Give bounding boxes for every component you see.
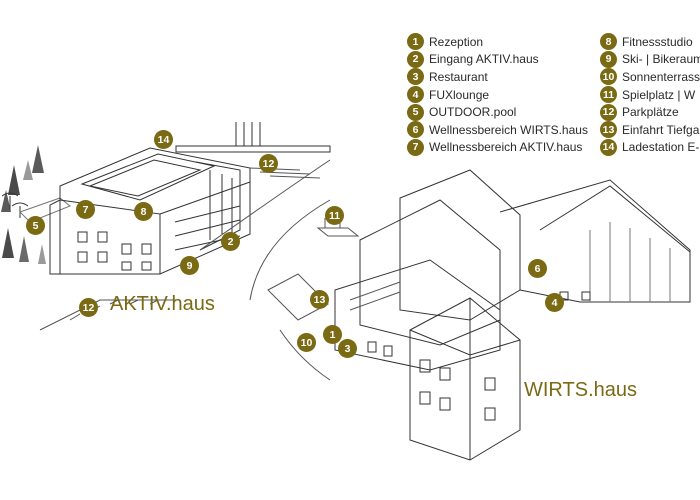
pool-area xyxy=(19,197,71,223)
aktiv-building xyxy=(49,147,251,275)
map-marker-7[interactable]: 7 xyxy=(76,200,95,219)
legend-item-12: 12 Parkplätze xyxy=(600,103,700,121)
legend-number-badge: 9 xyxy=(600,50,617,68)
legend-item-7: 7 Wellnessbereich AKTIV.haus xyxy=(407,138,588,157)
legend-number-badge: 8 xyxy=(600,33,617,51)
legend-number-badge: 14 xyxy=(600,138,617,156)
legend-number-badge: 12 xyxy=(600,103,617,121)
legend-left-column: 1 Rezeption 2 Eingang AKTIV.haus 3 Restaurant… xyxy=(407,33,588,156)
wirts-building xyxy=(334,169,691,461)
map-marker-14[interactable]: 14 xyxy=(154,130,173,149)
legend-label: Ski- | Bikeraum xyxy=(622,52,700,67)
legend-label: FUXlounge xyxy=(429,87,490,102)
legend-label: Spielplatz | W xyxy=(622,87,696,102)
legend-item-6: 6 Wellnessbereich WIRTS.haus xyxy=(407,121,588,139)
legend-item-14: 14 Ladestation E- xyxy=(600,138,700,157)
tree xyxy=(19,236,29,262)
legend-label: Ladestation E- xyxy=(622,140,700,155)
map-marker-4[interactable]: 4 xyxy=(545,293,564,312)
legend-item-4: 4 FUXlounge xyxy=(407,86,588,104)
map-marker-2[interactable]: 2 xyxy=(221,232,240,251)
legend-number-badge: 6 xyxy=(407,121,424,139)
legend-number-badge: 13 xyxy=(600,121,617,139)
map-marker-1[interactable]: 1 xyxy=(323,325,342,344)
map-marker-11[interactable]: 11 xyxy=(325,206,344,225)
map-marker-8[interactable]: 8 xyxy=(134,202,153,221)
charging-station xyxy=(175,122,331,153)
tree xyxy=(8,165,20,195)
legend-item-11: 11 Spielplatz | W xyxy=(600,86,700,104)
legend-label: Fitnessstudio xyxy=(622,34,693,49)
legend-item-8: 8 Fitnessstudio xyxy=(600,33,700,51)
legend-item-13: 13 Einfahrt Tiefga xyxy=(600,121,700,139)
legend-item-1: 1 Rezeption xyxy=(407,33,588,51)
aktiv-haus-label: AKTIV.haus xyxy=(110,293,215,315)
legend-label: Wellnessbereich AKTIV.haus xyxy=(429,140,583,155)
terrace xyxy=(267,273,329,321)
legend-number-badge: 1 xyxy=(407,33,424,51)
legend-item-2: 2 Eingang AKTIV.haus xyxy=(407,50,588,69)
map-marker-12-top[interactable]: 12 xyxy=(259,154,278,173)
legend-label: Wellnessbereich WIRTS.haus xyxy=(429,122,588,137)
road xyxy=(279,329,331,381)
legend-item-9: 9 Ski- | Bikeraum xyxy=(600,50,700,69)
road xyxy=(199,159,331,251)
tree xyxy=(2,228,14,258)
tree xyxy=(23,160,33,180)
tree xyxy=(38,244,46,264)
legend-number-badge: 5 xyxy=(407,103,424,121)
map-marker-3[interactable]: 3 xyxy=(338,339,357,358)
legend-label: Restaurant xyxy=(429,69,488,84)
map-marker-12-bottom[interactable]: 12 xyxy=(79,298,98,317)
legend-number-badge: 10 xyxy=(600,68,617,86)
umbrella xyxy=(1,192,19,210)
legend-item-10: 10 Sonnenterrasse xyxy=(600,68,700,86)
legend-label: Sonnenterrasse xyxy=(622,69,700,84)
map-marker-13[interactable]: 13 xyxy=(310,290,329,309)
legend-label: OUTDOOR.pool xyxy=(429,105,517,120)
tree xyxy=(32,145,44,173)
legend-label: Parkplätze xyxy=(622,105,679,120)
map-marker-10[interactable]: 10 xyxy=(297,333,316,352)
trees-left xyxy=(1,145,46,264)
wirts-haus-label: WIRTS.haus xyxy=(524,379,637,401)
map-marker-6[interactable]: 6 xyxy=(528,259,547,278)
legend-label: Eingang AKTIV.haus xyxy=(429,52,539,67)
legend-number-badge: 7 xyxy=(407,138,424,156)
map-marker-5[interactable]: 5 xyxy=(26,216,45,235)
legend-label: Rezeption xyxy=(429,34,484,49)
tree xyxy=(1,190,11,212)
legend-right-column: 8 Fitnessstudio 9 Ski- | Bikeraum 10 Sonnente… xyxy=(600,33,700,156)
legend-label: Einfahrt Tiefga xyxy=(622,122,700,137)
legend-item-3: 3 Restaurant xyxy=(407,68,588,86)
legend-item-5: 5 OUTDOOR.pool xyxy=(407,103,588,121)
legend-number-badge: 2 xyxy=(407,50,424,68)
legend-number-badge: 3 xyxy=(407,68,424,86)
legend-number-badge: 11 xyxy=(600,86,617,104)
map-marker-9[interactable]: 9 xyxy=(180,256,199,275)
legend-number-badge: 4 xyxy=(407,86,424,104)
road xyxy=(249,199,331,301)
